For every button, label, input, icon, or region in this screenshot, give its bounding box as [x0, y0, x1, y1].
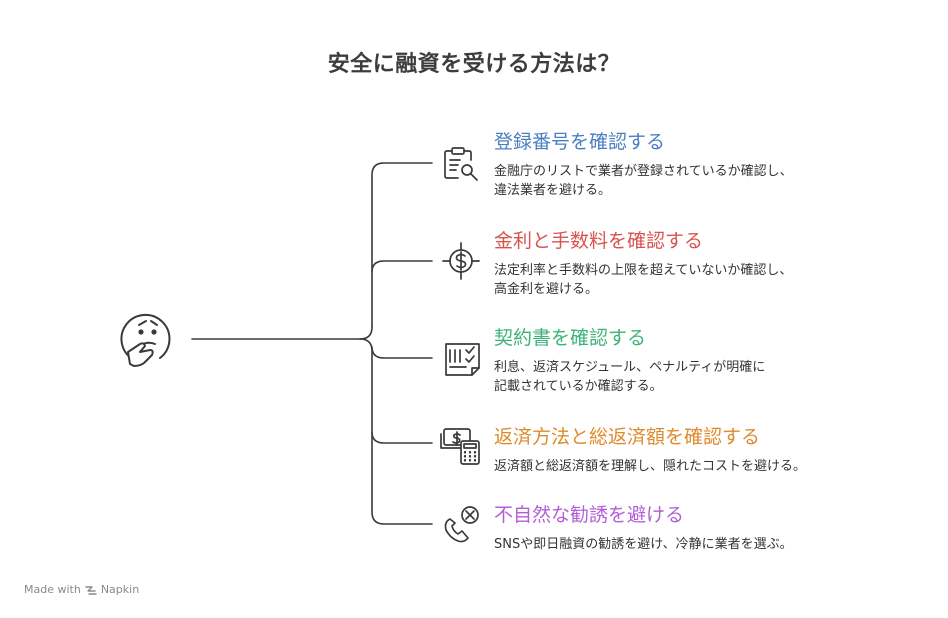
made-with-label: Made with: [24, 583, 81, 596]
item-title-contract: 契約書を確認する: [494, 327, 647, 349]
item-title-solicitation: 不自然な勧誘を避ける: [494, 504, 685, 526]
dollar-target-icon: [442, 242, 480, 280]
page-title: 安全に融資を受ける方法は？: [327, 52, 621, 77]
cash-calculator-icon: [440, 428, 480, 465]
thinking-face-icon: [120, 313, 171, 367]
item-desc-solicitation: SNSや即日融資の勧誘を避け、冷静に業者を選ぶ。: [494, 537, 793, 552]
item-desc-registration: 金融庁のリストで業者が登録されているか確認し、 違法業者を避ける。: [494, 164, 793, 198]
item-desc-interest: 法定利率と手数料の上限を超えていないか確認し、 高金利を避ける。: [494, 263, 793, 297]
contract-checklist-icon: [445, 343, 480, 376]
item-desc-repayment: 返済額と総返済額を理解し、隠れたコストを避ける。: [494, 459, 807, 474]
item-title-registration: 登録番号を確認する: [494, 131, 666, 153]
item-title-repayment: 返済方法と総返済額を確認する: [494, 426, 761, 448]
phone-cancel-icon: [444, 506, 479, 543]
brand-label: Napkin: [100, 583, 140, 596]
clipboard-search-icon: [444, 147, 478, 181]
item-desc-contract: 利息、返済スケジュール、ペナルティが明確に 記載されているか確認する。: [494, 360, 766, 394]
item-title-interest: 金利と手数料を確認する: [494, 230, 704, 252]
napkin-logo-icon: [85, 585, 97, 595]
connector-lines: [191, 162, 433, 525]
footer-branding: Made with Napkin: [24, 583, 139, 596]
